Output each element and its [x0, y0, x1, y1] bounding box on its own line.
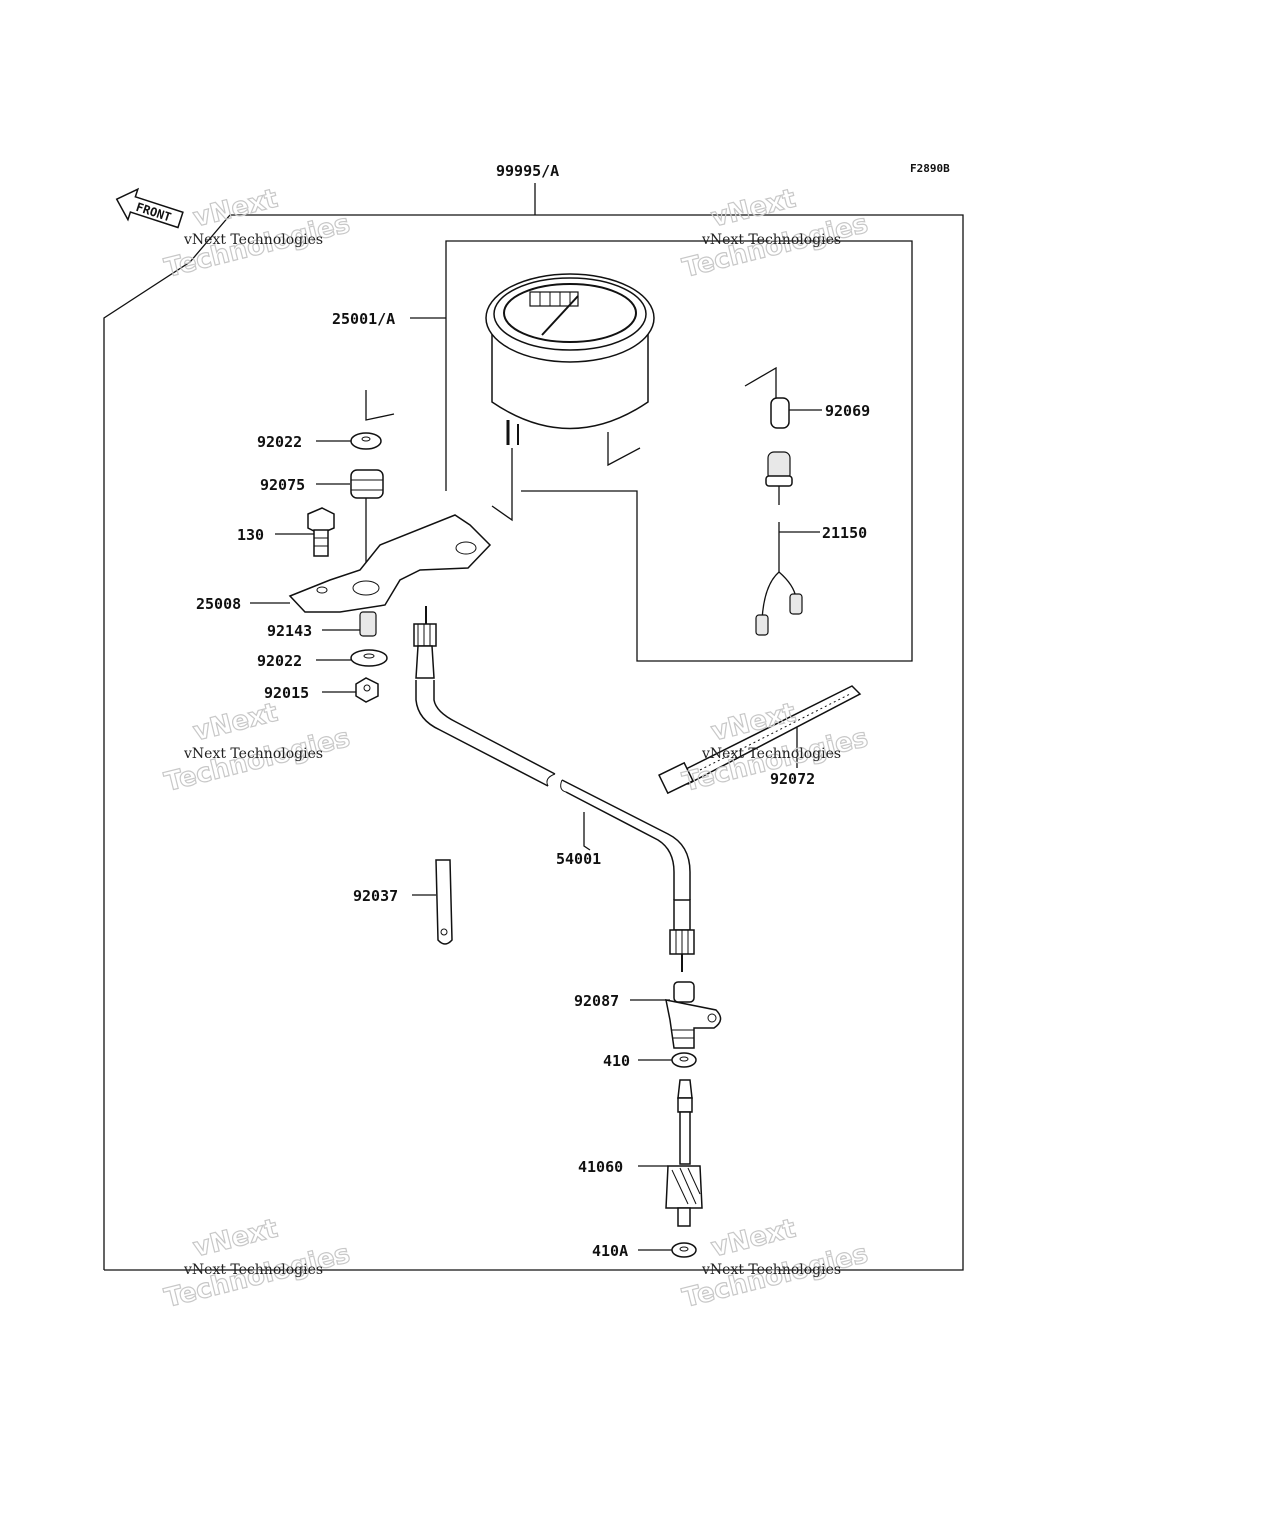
label-92037: 92037: [353, 887, 398, 905]
svg-text:vNext: vNext: [708, 1214, 798, 1264]
grommet-icon: [350, 469, 384, 499]
nut-icon: [355, 677, 379, 703]
label-92075: 92075: [260, 476, 305, 494]
label-92015: 92015: [264, 684, 309, 702]
label-25001: 25001/A: [332, 310, 395, 328]
label-92072: 92072: [770, 770, 815, 788]
cable-leader: [583, 812, 591, 851]
label-130: 130: [237, 526, 264, 544]
svg-text:vNext Technologies: vNext Technologies: [701, 746, 841, 762]
label-92022-top: 92022: [257, 433, 302, 451]
svg-text:vNext Technologies: vNext Technologies: [183, 1262, 323, 1278]
cable-tie-icon: [658, 685, 862, 795]
front-arrow-icon: FRONT: [115, 187, 184, 229]
svg-text:vNext: vNext: [708, 184, 798, 234]
figure-code: F2890B: [910, 162, 950, 175]
label-92143: 92143: [267, 622, 312, 640]
speedometer-icon: [485, 273, 655, 445]
svg-text:vNext: vNext: [190, 698, 280, 748]
socket-wire-icon: [755, 451, 820, 636]
washer-icon: [350, 432, 382, 450]
meter-bracket-lines: [491, 432, 641, 522]
label-92087: 92087: [574, 992, 619, 1010]
label-410: 410: [603, 1052, 630, 1070]
cable-icon: [413, 606, 695, 972]
assembly-frame: [103, 183, 964, 1271]
label-92022-bottom: 92022: [257, 652, 302, 670]
collar-icon: [359, 611, 377, 637]
label-25008: 25008: [196, 595, 241, 613]
label-41060: 41060: [578, 1158, 623, 1176]
clip-icon: [435, 859, 453, 945]
label-21150: 21150: [822, 524, 867, 542]
washer-icon: [671, 1052, 697, 1068]
label-92069: 92069: [825, 402, 870, 420]
washer-icon: [350, 649, 388, 667]
stack-leader: [365, 390, 395, 421]
assembly-label: 99995/A: [496, 162, 559, 180]
label-54001: 54001: [556, 850, 601, 868]
bolt-icon: [307, 507, 335, 557]
bulb-icon: [744, 366, 822, 429]
gear-housing-icon: [665, 981, 722, 1049]
svg-text:vNext: vNext: [190, 184, 280, 234]
label-410A: 410A: [592, 1242, 628, 1260]
washer-icon: [671, 1242, 697, 1258]
svg-text:vNext Technologies: vNext Technologies: [701, 1262, 841, 1278]
svg-text:vNext Technologies: vNext Technologies: [701, 232, 841, 248]
bracket-icon: [288, 514, 492, 613]
svg-text:vNext Technologies: vNext Technologies: [183, 232, 323, 248]
drive-gear-icon: [665, 1079, 703, 1227]
meter-subframe: [445, 240, 913, 662]
svg-text:vNext Technologies: vNext Technologies: [183, 746, 323, 762]
svg-text:vNext: vNext: [190, 1214, 280, 1264]
